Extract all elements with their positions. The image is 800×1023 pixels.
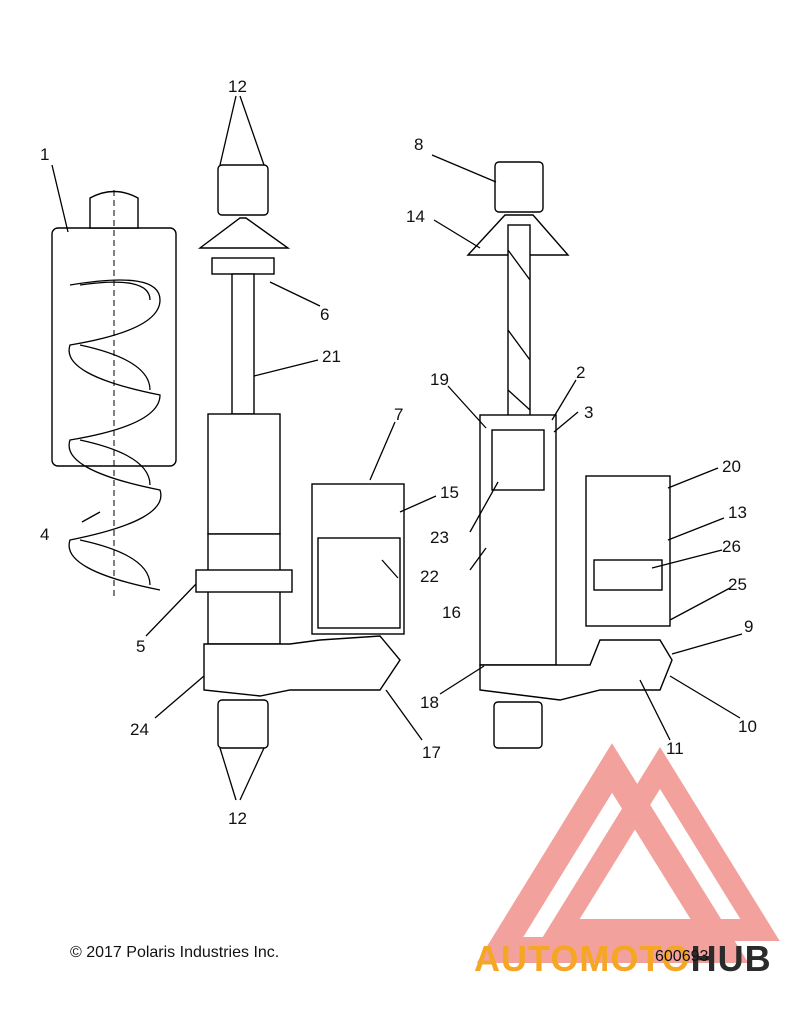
callout-21: 21: [322, 347, 341, 366]
watermark-text-part1: AUTOMOTO: [474, 938, 691, 979]
shock-external-view: [195, 164, 405, 749]
watermark-text-part2: HUB: [690, 938, 772, 979]
figure-number: 600693: [655, 948, 709, 965]
callout-6: 6: [320, 305, 329, 324]
callout-20: 20: [722, 457, 741, 476]
callout-25: 25: [728, 575, 747, 594]
leader-lines: [51, 95, 743, 801]
callout-1: 1: [40, 145, 49, 164]
callout-7: 7: [394, 405, 403, 424]
callout-26: 26: [722, 537, 741, 556]
callout-8: 8: [414, 135, 423, 154]
callout-12-bottom: 12: [228, 809, 247, 828]
shock-cutaway-view: [466, 161, 673, 749]
callout-14: 14: [406, 207, 425, 226]
callout-19: 19: [430, 370, 449, 389]
callout-11: 11: [666, 739, 684, 758]
callout-12-top: 12: [228, 77, 247, 96]
callout-15: 15: [440, 483, 459, 502]
watermark-logo: [476, 743, 780, 963]
callout-24: 24: [130, 720, 149, 739]
spring-assembly: [51, 190, 177, 600]
callout-22: 22: [420, 567, 439, 586]
callout-16: 16: [442, 603, 461, 622]
callout-13: 13: [728, 503, 747, 522]
callout-23: 23: [430, 528, 449, 547]
callout-18: 18: [420, 693, 439, 712]
callout-2: 2: [576, 363, 585, 382]
callout-5: 5: [136, 637, 145, 656]
callout-4: 4: [40, 525, 49, 544]
callout-labels: 12 1 8 14 6 21 19 2 3 7 20 15 13 23 26 4…: [40, 77, 757, 828]
callout-10: 10: [738, 717, 757, 736]
copyright-text: © 2017 Polaris Industries Inc.: [70, 944, 280, 961]
watermark-text: AUTOMOTOHUB: [474, 938, 772, 980]
callout-9: 9: [744, 617, 753, 636]
callout-3: 3: [584, 403, 593, 422]
callout-17: 17: [422, 743, 441, 762]
